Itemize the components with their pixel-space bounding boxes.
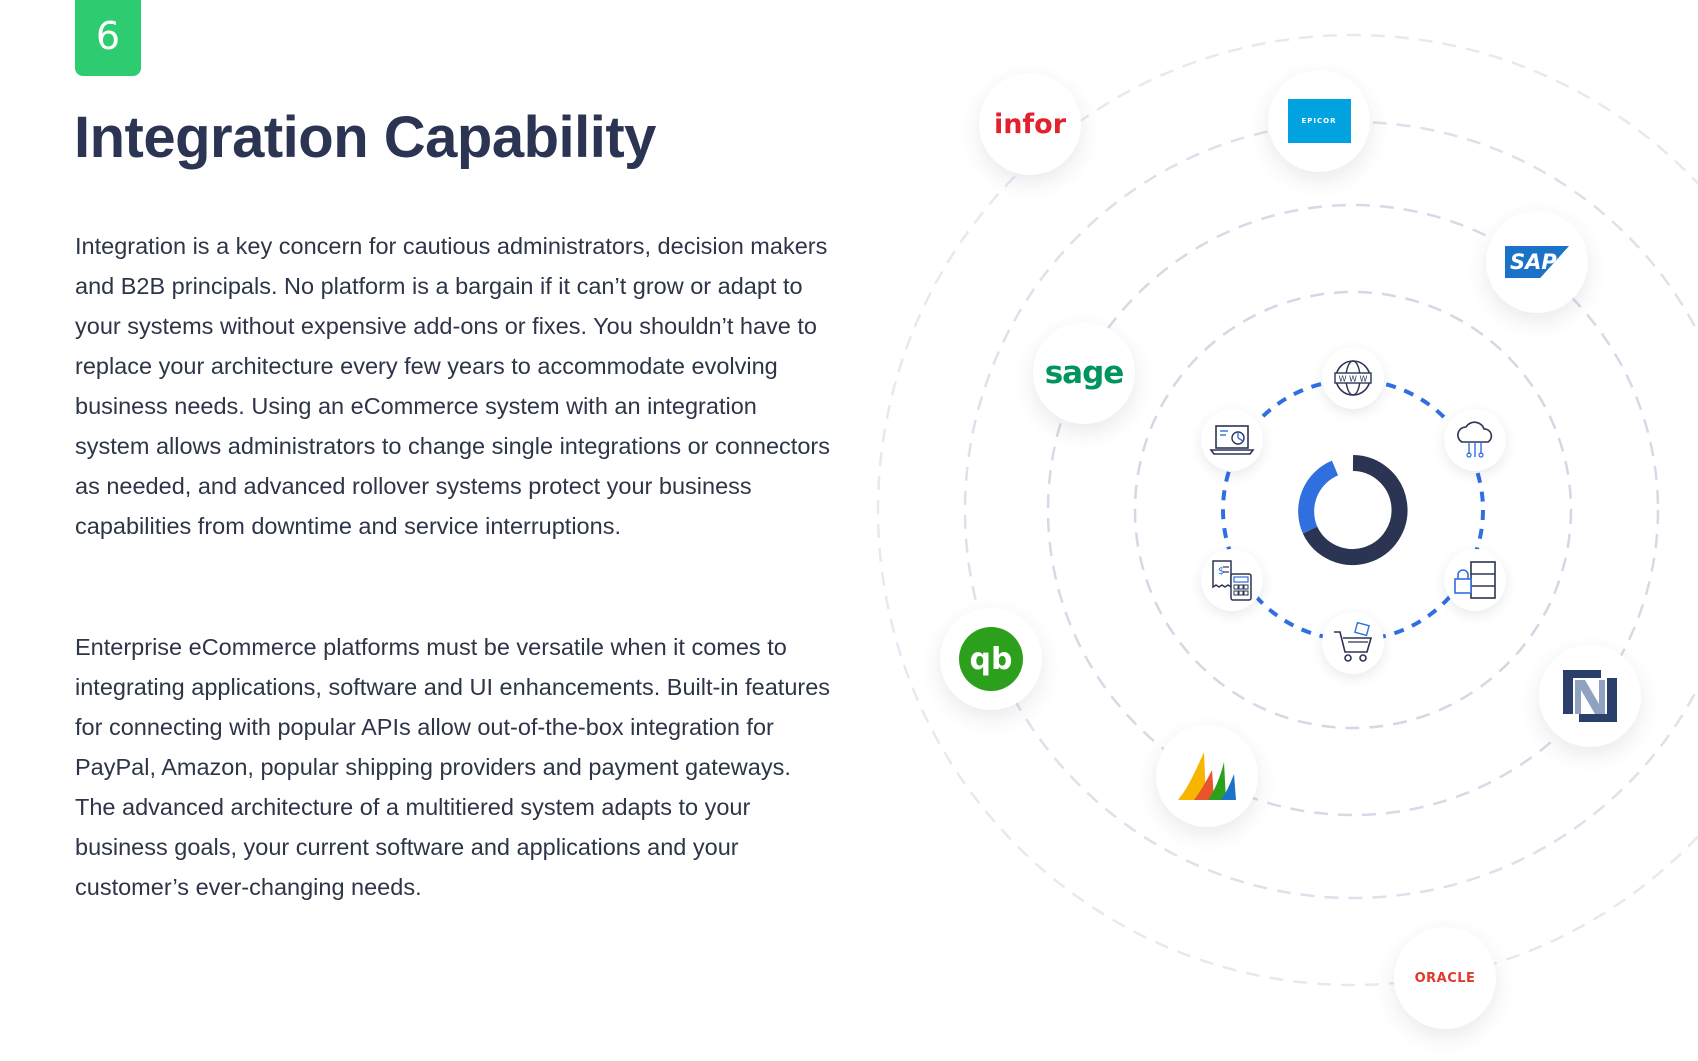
dynamics-logo-icon xyxy=(1178,752,1236,800)
body-paragraph-2: Enterprise eCommerce platforms must be v… xyxy=(75,634,831,900)
page-number-badge: 6 xyxy=(75,0,141,76)
epicor-logo-box: EPICOR xyxy=(1287,99,1351,143)
svg-text:$: $ xyxy=(1218,566,1224,577)
globe-www-icon: W W W xyxy=(1322,347,1384,409)
sage-logo: sage xyxy=(1033,322,1135,424)
shopping-cart-icon xyxy=(1322,612,1384,674)
server-lock-icon xyxy=(1444,549,1506,611)
sage-logo-text: sage xyxy=(1044,355,1125,391)
netsuite-logo xyxy=(1539,645,1641,747)
body-paragraph-1: Integration is a key concern for cautiou… xyxy=(75,233,830,539)
oracle-logo: ORACLE xyxy=(1394,927,1496,1029)
infor-logo: infor xyxy=(979,73,1081,175)
laptop-analytics-icon xyxy=(1201,409,1263,471)
sap-logo-text: SAP xyxy=(1510,250,1557,274)
oracle-logo-text: ORACLE xyxy=(1414,970,1476,986)
quickbooks-logo-text: qb xyxy=(969,641,1013,677)
quickbooks-logo-circle: qb xyxy=(959,627,1023,691)
epicor-logo-text: EPICOR xyxy=(1301,117,1337,125)
dynamics-logo xyxy=(1156,725,1258,827)
sap-logo: SAP xyxy=(1486,211,1588,313)
sap-logo-box: SAP xyxy=(1505,246,1569,278)
infor-logo-text: infor xyxy=(993,108,1067,140)
invoice-calculator-icon: $ xyxy=(1201,549,1263,611)
netsuite-logo-icon xyxy=(1563,670,1617,722)
sync-circle-icon xyxy=(1298,455,1408,565)
quickbooks-logo: qb xyxy=(940,608,1042,710)
orbit-ring-3 xyxy=(963,120,1698,900)
cloud-network-icon xyxy=(1444,409,1506,471)
svg-text:W W W: W W W xyxy=(1339,375,1368,384)
page-title: Integration Capability xyxy=(74,105,656,170)
epicor-logo: EPICOR xyxy=(1268,70,1370,172)
inner-ring xyxy=(1221,378,1485,642)
orbit-ring-outer xyxy=(876,33,1698,987)
